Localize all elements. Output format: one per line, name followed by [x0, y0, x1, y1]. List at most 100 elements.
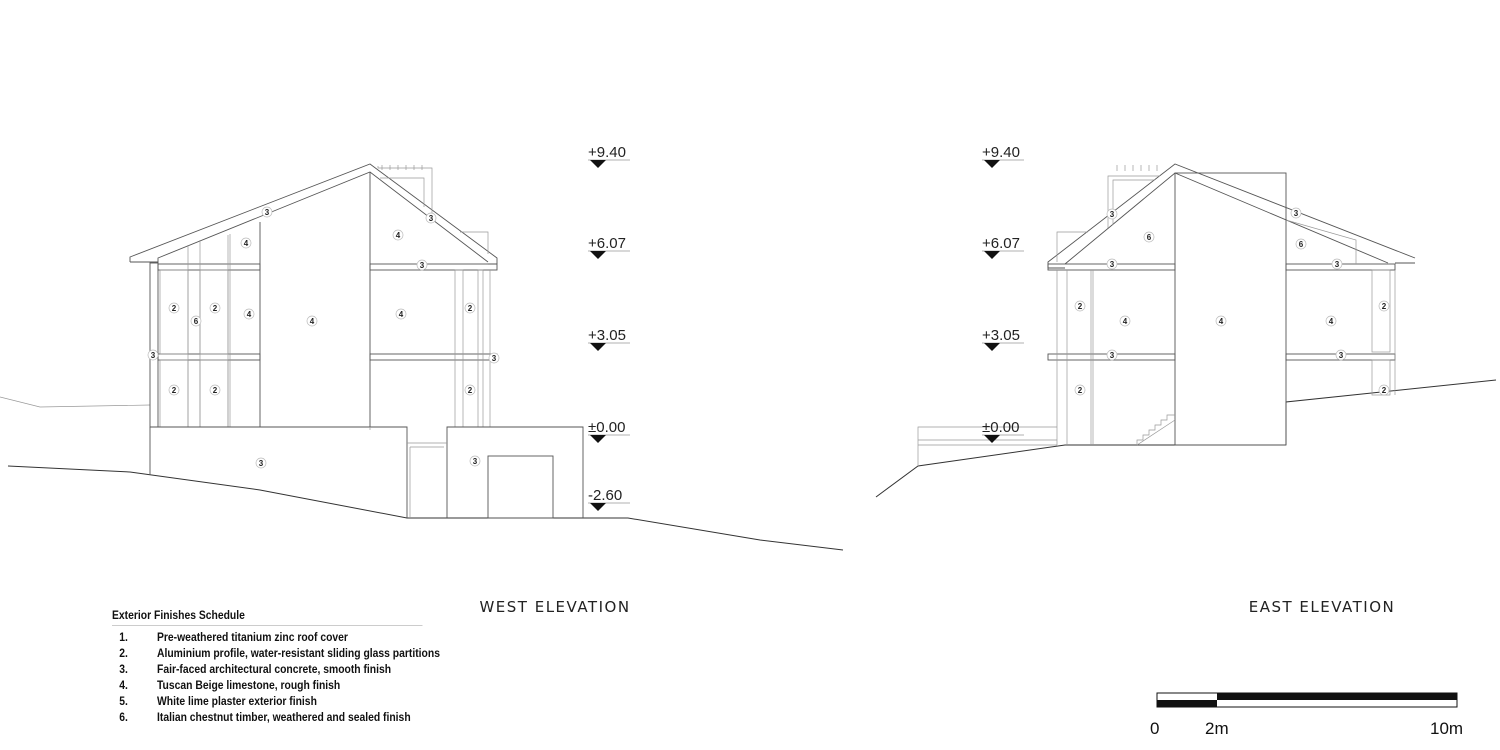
svg-text:4: 4 — [399, 310, 404, 319]
level-marker: -2.60 — [588, 487, 630, 511]
svg-text:+6.07: +6.07 — [588, 235, 626, 252]
west-elevation-title: WEST ELEVATION — [479, 598, 630, 616]
finish-tag: 4 — [1325, 315, 1337, 327]
finish-tag: 4 — [240, 237, 252, 249]
level-marker: ±0.00 — [588, 419, 630, 443]
chimney — [377, 166, 433, 215]
level-marker: +9.40 — [982, 144, 1024, 168]
svg-text:+3.05: +3.05 — [982, 327, 1020, 344]
svg-text:2: 2 — [1382, 386, 1387, 395]
svg-text:2: 2 — [213, 304, 218, 313]
svg-text:±0.00: ±0.00 — [588, 419, 625, 436]
finish-tag: 3 — [255, 457, 267, 469]
chimney — [1107, 175, 1160, 228]
svg-text:2: 2 — [1078, 386, 1083, 395]
level-marker: +3.05 — [588, 327, 630, 351]
finish-tag: 3 — [1106, 349, 1118, 361]
svg-text:3: 3 — [473, 457, 478, 466]
finish-tag: 3 — [1106, 208, 1118, 220]
svg-text:3: 3 — [492, 354, 497, 363]
svg-text:6: 6 — [1299, 240, 1304, 249]
svg-text:2: 2 — [1078, 302, 1083, 311]
svg-text:4: 4 — [244, 239, 249, 248]
garage-door — [487, 455, 554, 519]
svg-text:4: 4 — [396, 231, 401, 240]
svg-text:2: 2 — [1382, 302, 1387, 311]
finish-tag: 2 — [464, 384, 476, 396]
svg-text:3: 3 — [1294, 209, 1299, 218]
level-marker: ±0.00 — [982, 419, 1024, 443]
svg-text:2: 2 — [172, 304, 177, 313]
legend-title: Exterior Finishes Schedule — [112, 610, 423, 626]
east-elevation — [875, 163, 1497, 498]
finish-tag: 3 — [1290, 207, 1302, 219]
stairs — [1136, 414, 1175, 445]
legend-item-number: 3. — [119, 664, 128, 676]
ground-line-left — [0, 396, 151, 408]
svg-text:3: 3 — [259, 459, 264, 468]
finish-tag: 3 — [1106, 258, 1118, 270]
svg-text:4: 4 — [247, 310, 252, 319]
svg-text:4: 4 — [1123, 317, 1128, 326]
finish-tag: 2 — [209, 384, 221, 396]
svg-text:6: 6 — [1147, 233, 1152, 242]
finish-tag: 6 — [1143, 231, 1155, 243]
finish-tag: 2 — [168, 302, 180, 314]
svg-text:4: 4 — [1329, 317, 1334, 326]
roof-left — [129, 163, 498, 264]
legend-item: 1. Pre-weathered titanium zinc roof cover — [112, 632, 440, 648]
finishes-legend: Exterior Finishes Schedule 1. Pre-weather… — [112, 610, 440, 728]
legend-item: 2. Aluminium profile, water-resistant sli… — [112, 648, 440, 664]
finish-tag: 4 — [1119, 315, 1131, 327]
finish-tag: 3 — [1335, 349, 1347, 361]
svg-text:+6.07: +6.07 — [982, 235, 1020, 252]
svg-text:3: 3 — [265, 208, 270, 217]
west-elevation — [0, 163, 844, 551]
legend-item-text: Fair-faced architectural concrete, smoot… — [157, 664, 392, 676]
finish-tag: 2 — [1074, 384, 1086, 396]
east-elevation-title: EAST ELEVATION — [1249, 598, 1396, 616]
central-block — [1174, 172, 1287, 446]
legend-item-text: Aluminium profile, water-resistant slidi… — [157, 648, 440, 660]
svg-text:2: 2 — [468, 304, 473, 313]
roof — [1047, 163, 1416, 268]
podium — [150, 426, 408, 518]
west-windows — [159, 234, 491, 428]
legend-item: 4.Tuscan Beige limestone, rough finish — [112, 680, 440, 696]
svg-text:6: 6 — [194, 317, 199, 326]
finish-tag: 4 — [306, 315, 318, 327]
finish-tag: 2 — [1378, 300, 1390, 312]
finish-tag: 3 — [1331, 258, 1343, 270]
legend-item-number: 6. — [119, 712, 128, 724]
legend-item-number: 5. — [119, 696, 128, 708]
svg-text:4: 4 — [310, 317, 315, 326]
finish-tag: 3 — [425, 212, 437, 224]
finish-tag: 2 — [1378, 384, 1390, 396]
roof-inner — [157, 171, 489, 263]
svg-text:+9.40: +9.40 — [588, 144, 626, 161]
svg-text:4: 4 — [1219, 317, 1224, 326]
legend-item: 3. Fair-faced architectural concrete, smo… — [112, 664, 440, 680]
finish-tag: 4 — [243, 308, 255, 320]
svg-text:+3.05: +3.05 — [588, 327, 626, 344]
level-marker: +6.07 — [588, 235, 630, 259]
finish-tag: 4 — [395, 308, 407, 320]
legend-item: 6.Italian chestnut timber, weathered and… — [112, 712, 440, 728]
svg-text:2: 2 — [213, 386, 218, 395]
svg-text:3: 3 — [1335, 260, 1340, 269]
svg-text:+9.40: +9.40 — [982, 144, 1020, 161]
finish-tag: 3 — [469, 455, 481, 467]
svg-text:3: 3 — [1110, 260, 1115, 269]
legend-item-number: 1. — [119, 632, 128, 644]
terrace — [917, 426, 1057, 466]
legend-item: 5.White lime plaster exterior finish — [112, 696, 440, 712]
legend-item-text: Pre-weathered titanium zinc roof cover — [157, 632, 348, 644]
finish-tag: 3 — [416, 259, 428, 271]
finish-tag: 6 — [190, 315, 202, 327]
legend-item-number: 4. — [119, 680, 128, 692]
finish-tag: 2 — [1074, 300, 1086, 312]
finish-tag: 4 — [392, 229, 404, 241]
legend-item-number: 2. — [119, 648, 128, 660]
scale-label-2m: 2m — [1205, 719, 1229, 738]
